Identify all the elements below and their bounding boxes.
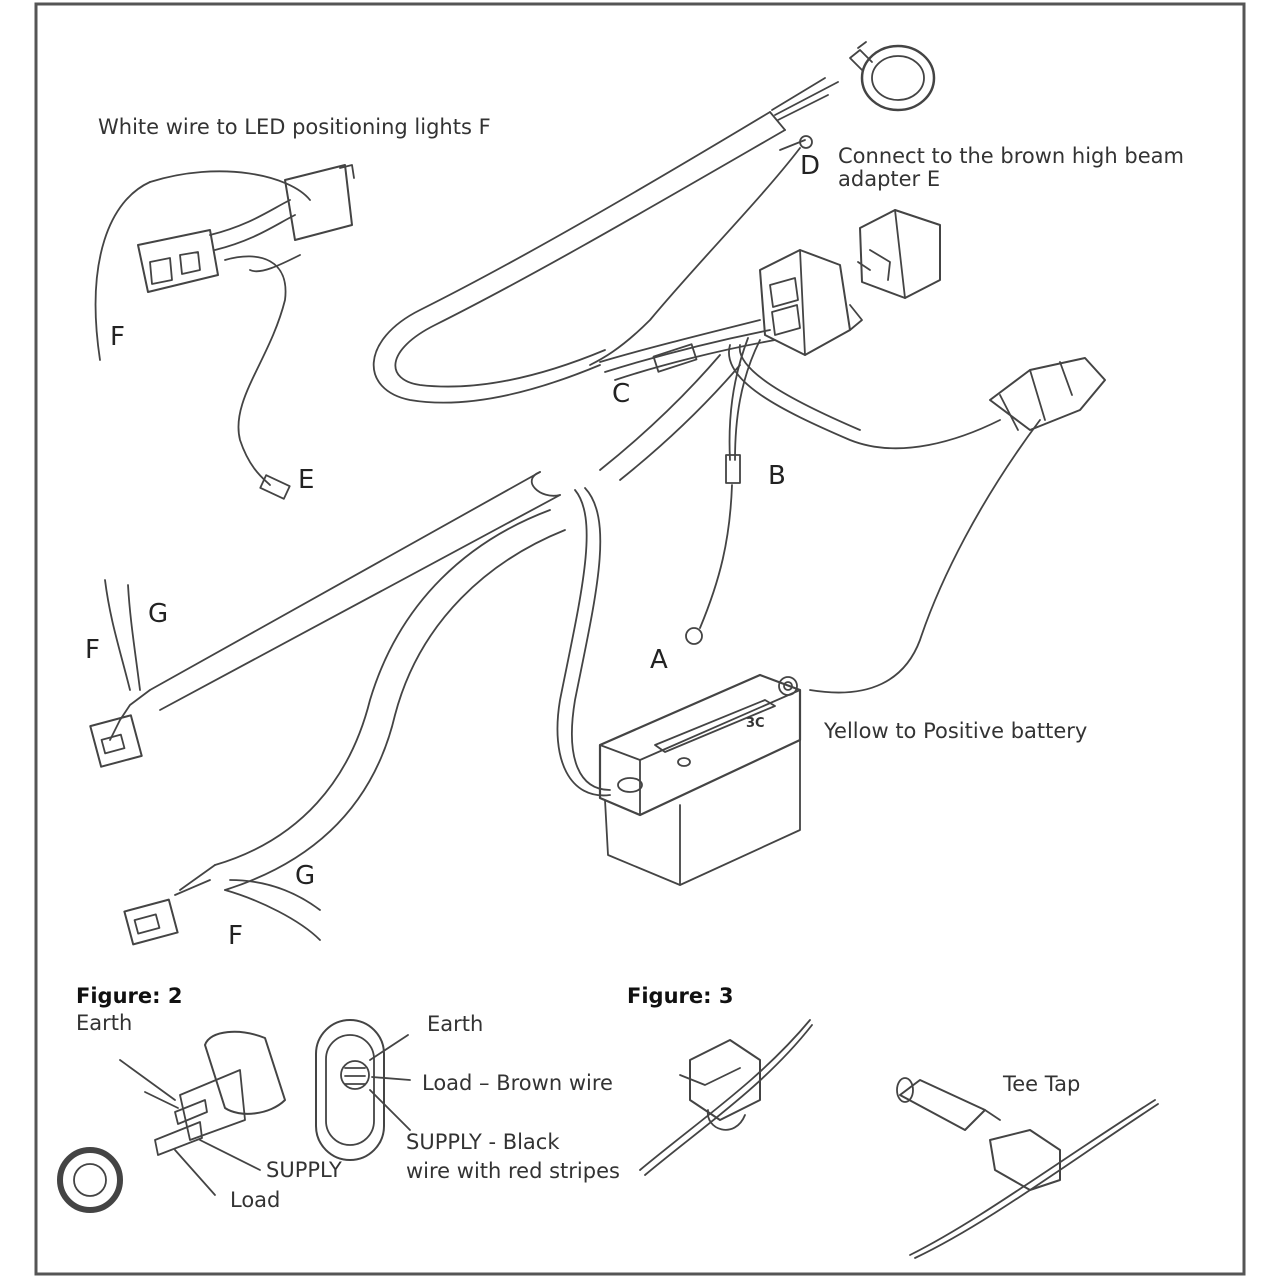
loom-top bbox=[374, 78, 838, 403]
connector-bottom-icon bbox=[124, 865, 320, 944]
label-fig2-supply-black: SUPPLY - Black bbox=[406, 1130, 560, 1154]
diagram-border bbox=[36, 4, 1244, 1274]
yellow-wire bbox=[729, 345, 1040, 695]
label-yellow-positive: Yellow to Positive battery bbox=[824, 719, 1088, 743]
figure-2-title: Figure: 2 bbox=[76, 984, 183, 1008]
letter-f-left: F bbox=[85, 635, 100, 665]
letter-a: A bbox=[650, 645, 668, 675]
label-tee-tap: Tee Tap bbox=[1003, 1072, 1081, 1096]
figure-3-title: Figure: 3 bbox=[627, 984, 734, 1008]
letter-c: C bbox=[612, 379, 631, 409]
figure-2-switch-icon bbox=[60, 1020, 410, 1210]
letter-f-bottom: F bbox=[228, 921, 243, 951]
battery-mark: 3C bbox=[746, 716, 765, 731]
label-fig2-supply-black-2: wire with red stripes bbox=[406, 1159, 620, 1183]
loom-main bbox=[150, 355, 740, 890]
label-connect-brown-2: adapter E bbox=[838, 167, 941, 191]
wire-b bbox=[686, 338, 760, 644]
relay-icon bbox=[858, 210, 940, 298]
wire-d bbox=[590, 136, 812, 365]
wire-c bbox=[600, 320, 775, 380]
figure-3-tap-icon bbox=[640, 1020, 1158, 1258]
label-fig2-earth-right: Earth bbox=[427, 1012, 484, 1036]
label-fig2-supply: SUPPLY bbox=[266, 1158, 342, 1182]
letter-e: E bbox=[298, 465, 315, 495]
letter-b: B bbox=[768, 461, 786, 491]
letter-d: D bbox=[800, 151, 821, 181]
battery-icon bbox=[600, 675, 800, 885]
label-connect-brown: Connect to the brown high beam bbox=[838, 144, 1184, 168]
letter-g-left: G bbox=[148, 599, 169, 629]
connector-left-icon bbox=[90, 580, 150, 767]
label-fig2-load-brown: Load – Brown wire bbox=[422, 1071, 613, 1095]
label-fig2-earth-left: Earth bbox=[76, 1011, 133, 1035]
label-white-wire: White wire to LED positioning lights F bbox=[98, 115, 491, 139]
rocker-switch-icon bbox=[850, 42, 934, 110]
letter-g-bottom: G bbox=[295, 861, 316, 891]
waterproof-connector-icon bbox=[990, 358, 1105, 430]
label-fig2-load: Load bbox=[230, 1188, 281, 1212]
relay-socket-icon bbox=[760, 250, 862, 355]
letter-f-top: F bbox=[110, 322, 125, 352]
headlight-adapter-icon bbox=[96, 165, 354, 499]
